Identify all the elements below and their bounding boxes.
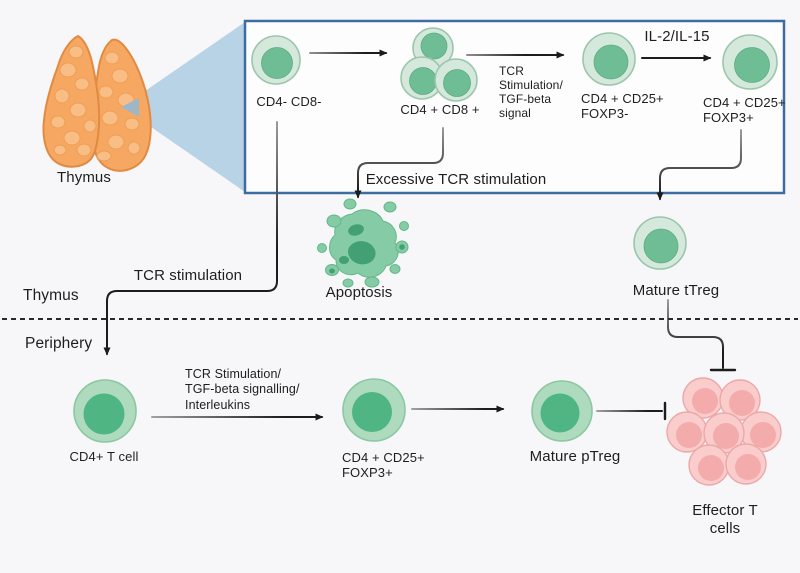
periphery-signal-label: TCR Stimulation/ TGF-beta signalling/ In… [185,367,300,412]
cell-double-negative-label: CD4- CD8- [256,94,322,109]
foxp3-negative-label: CD4 + CD25+ FOXP3- [581,91,664,122]
apoptosis-blob [317,198,409,288]
elbow-foxp3pos-to-mature-ttreg [656,129,742,201]
mature-ptreg-label: Mature pTreg [529,448,621,465]
cell-cd4-cd25-foxp3-negative [582,32,636,86]
cell-cd4-cd8-double-positive-cluster [400,27,478,102]
region-periphery-label: Periphery [25,335,93,352]
region-thymus-label: Thymus [23,287,79,304]
il2-il15-label: IL-2/IL-15 [644,28,710,45]
effector-t-cells-label: Effector T cells [692,502,758,537]
tcr-signal-label: TCR Stimulation/ TGF-beta signal [499,64,563,121]
apoptosis-label: Apoptosis [325,284,393,301]
tcr-stimulation-label: TCR stimulation [133,267,243,284]
cell-cd4-cd25-foxp3-positive-periphery [342,378,406,442]
thymus-organ-label: Thymus [57,169,111,186]
mature-ttreg-label: Mature tTreg [632,282,720,299]
cell-mature-ptreg [531,380,593,442]
effector-t-cells-cluster [666,377,782,486]
zoom-callout-tip [121,98,139,117]
excessive-tcr-label: Excessive TCR stimulation [365,171,547,188]
cell-cd4-t-cell [73,379,137,443]
foxp3-positive-label: CD4 + CD25+ FOXP3+ [703,95,786,126]
thymus-organ-illustration [42,35,152,172]
inset-box [243,19,786,195]
connectors [103,49,742,421]
cd4-t-cell-label: CD4+ T cell [69,449,139,464]
cell-mature-ttreg [633,216,687,270]
foxp3-positive-periphery-label: CD4 + CD25+ FOXP3+ [342,450,425,481]
cell-cd4-cd25-foxp3-positive [722,34,778,90]
zoom-callout-triangle [122,22,245,192]
cell-cd4-cd8-double-negative [251,35,301,85]
inhibition-line-ttreg [667,299,724,369]
elbow-excessive-tcr-to-apoptosis [354,127,444,199]
cell-double-positive-label: CD4 + CD8 + [400,102,480,117]
elbow-tcr-stimulation-to-periphery [103,121,278,356]
